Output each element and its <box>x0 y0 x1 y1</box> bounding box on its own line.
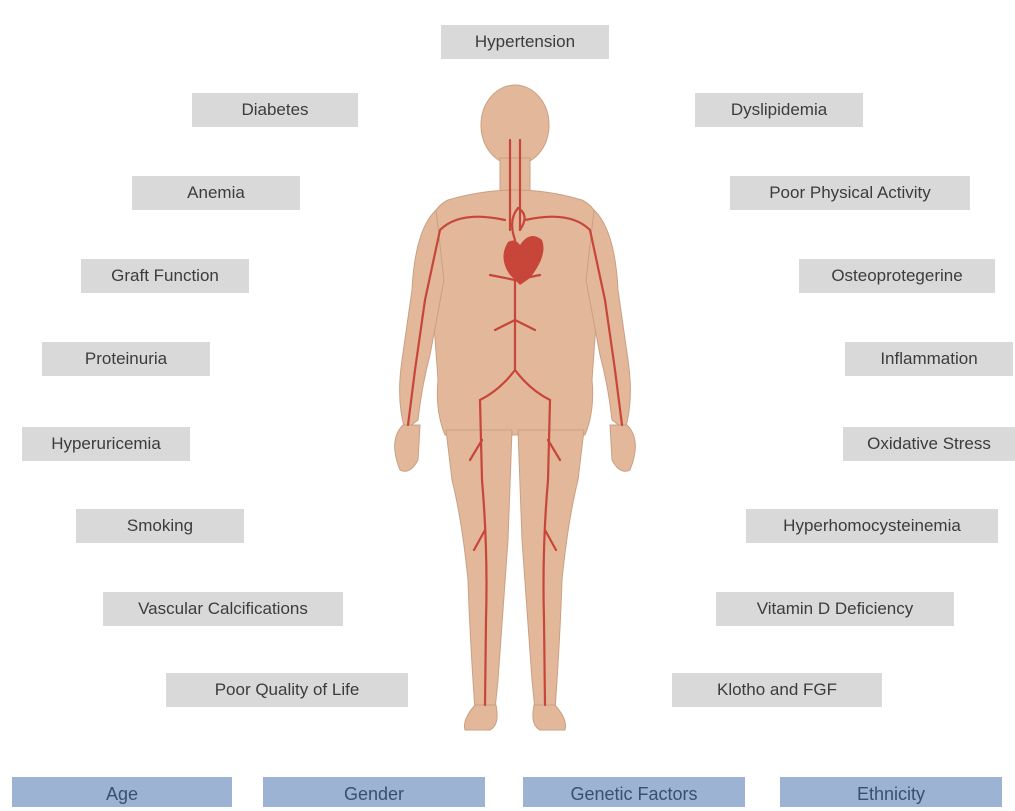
category-age: Age <box>12 777 232 807</box>
factor-diabetes: Diabetes <box>192 93 358 127</box>
factor-poor-physical-activity: Poor Physical Activity <box>730 176 970 210</box>
right-hand-shape <box>610 425 635 471</box>
factor-oxidative-stress: Oxidative Stress <box>843 427 1015 461</box>
head-shape <box>481 85 549 165</box>
factor-hypertension: Hypertension <box>441 25 609 59</box>
factor-vascular-calcifications: Vascular Calcifications <box>103 592 343 626</box>
category-genetic-factors: Genetic Factors <box>523 777 745 807</box>
right-foot-shape <box>533 705 566 730</box>
left-leg-shape <box>446 430 512 710</box>
factor-hyperhomocysteinemia: Hyperhomocysteinemia <box>746 509 998 543</box>
factor-graft-function: Graft Function <box>81 259 249 293</box>
factor-inflammation: Inflammation <box>845 342 1013 376</box>
category-ethnicity: Ethnicity <box>780 777 1002 807</box>
factor-proteinuria: Proteinuria <box>42 342 210 376</box>
factor-vitamin-d-deficiency: Vitamin D Deficiency <box>716 592 954 626</box>
factor-klotho-and-fgf: Klotho and FGF <box>672 673 882 707</box>
factor-osteoprotegerine: Osteoprotegerine <box>799 259 995 293</box>
factor-dyslipidemia: Dyslipidemia <box>695 93 863 127</box>
factor-smoking: Smoking <box>76 509 244 543</box>
human-body-circulatory-icon <box>370 80 660 740</box>
category-gender: Gender <box>263 777 485 807</box>
factor-hyperuricemia: Hyperuricemia <box>22 427 190 461</box>
left-foot-shape <box>464 705 497 730</box>
right-leg-shape <box>518 430 584 710</box>
factor-anemia: Anemia <box>132 176 300 210</box>
left-hand-shape <box>395 425 420 471</box>
